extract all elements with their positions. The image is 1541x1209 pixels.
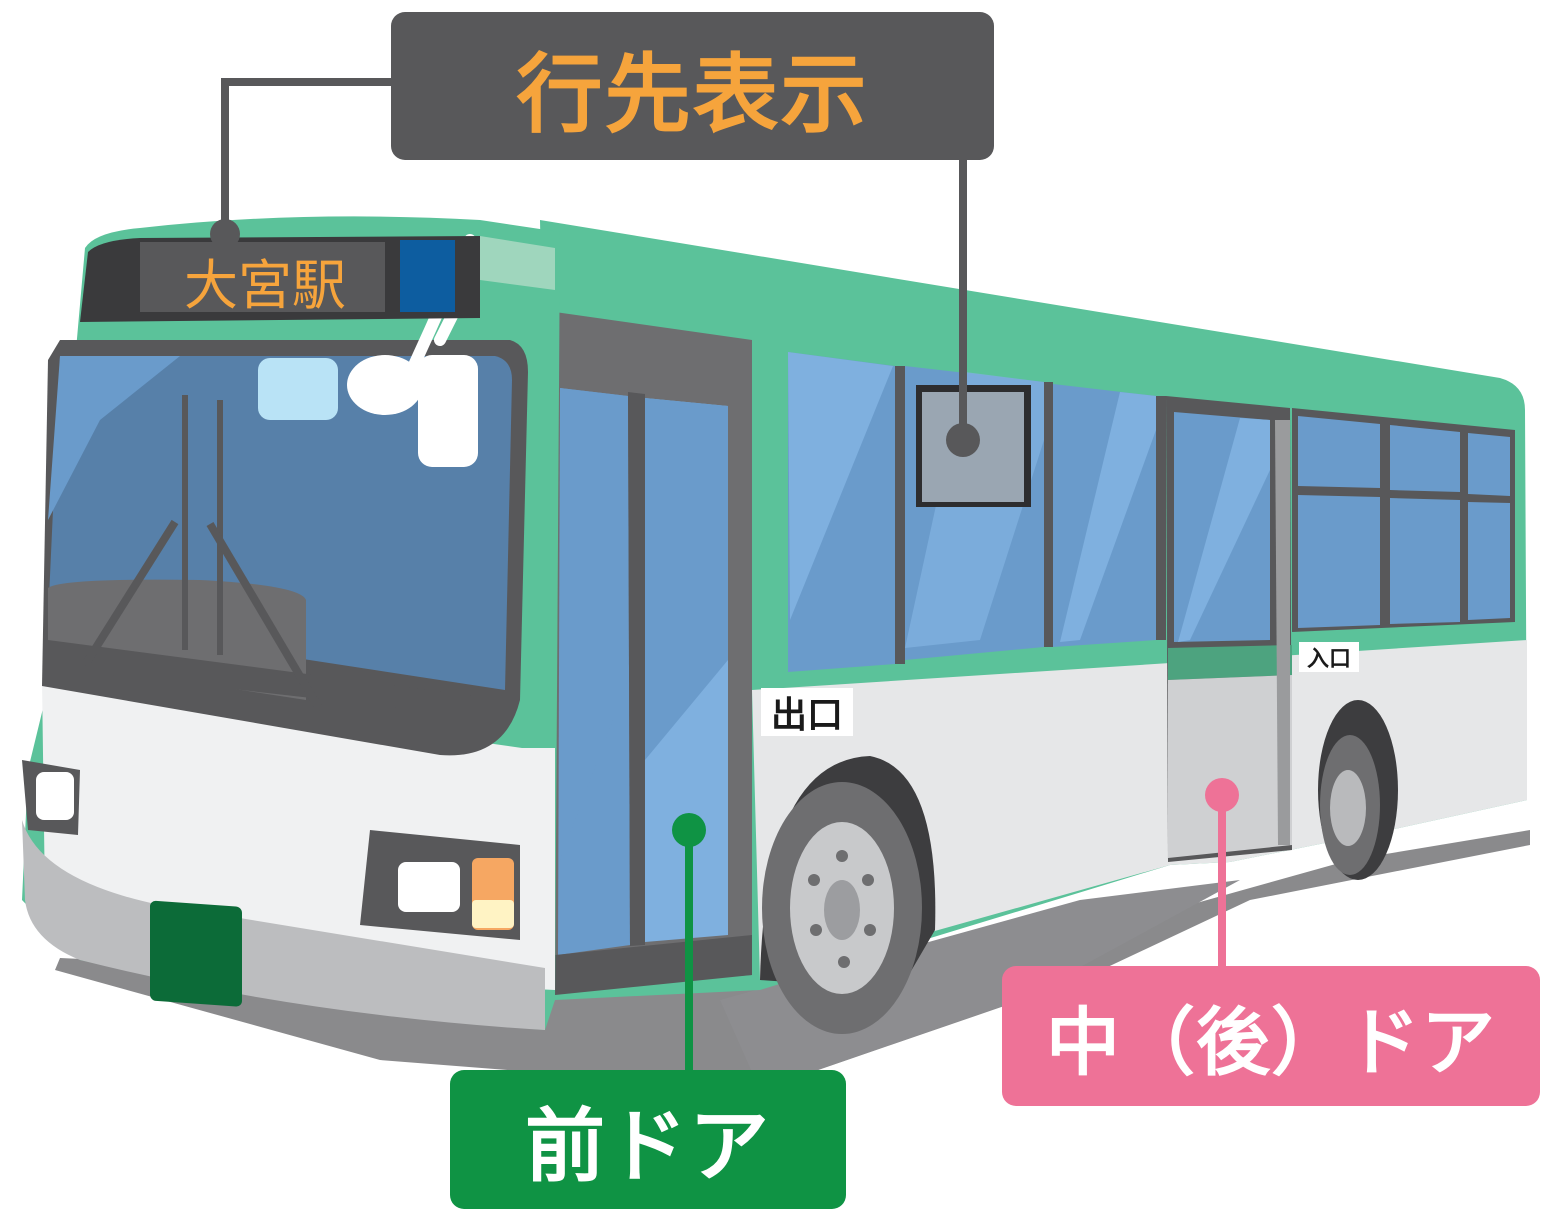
ground-shadow [55, 830, 1530, 1090]
destination-callout-line [221, 78, 393, 232]
front-door-label: 前ドア [450, 1070, 846, 1209]
destination-display-label: 行先表示 [391, 12, 994, 160]
middle-rear-door-label: 中（後）ドア [1002, 966, 1540, 1106]
entry-plate: 入口 [1299, 642, 1359, 672]
front-destination-sign [140, 242, 385, 312]
front-bumper [22, 820, 545, 1030]
license-plate [150, 900, 242, 1007]
exit-plate: 出口 [761, 688, 853, 736]
destination-sign-text: 大宮駅 [184, 253, 346, 317]
